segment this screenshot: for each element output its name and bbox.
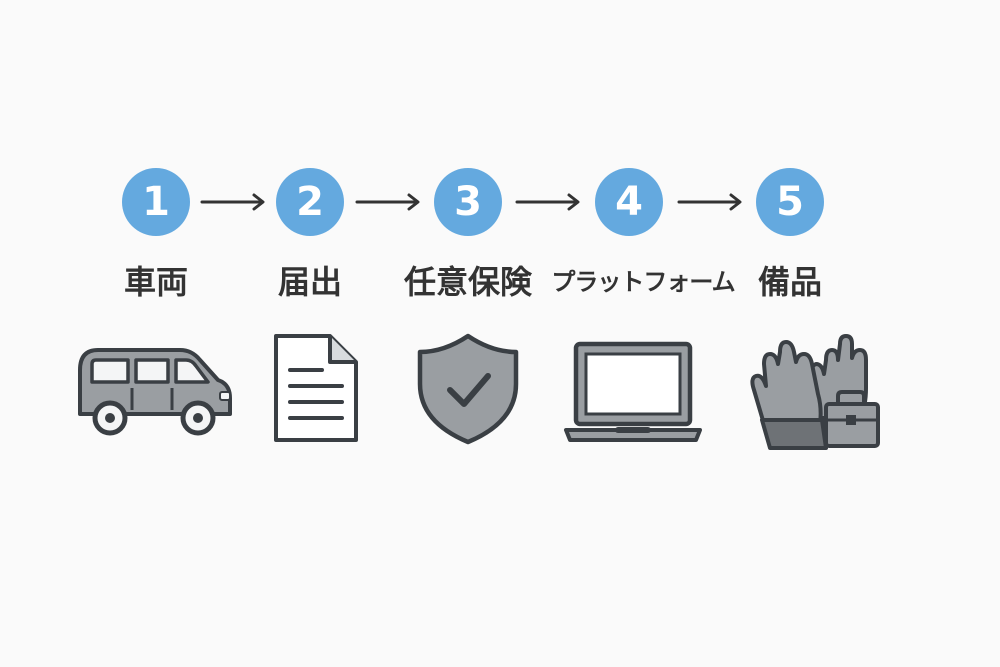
step-1-label: 車両 [123, 263, 188, 301]
step-1-badge: 1 [122, 168, 190, 236]
arrow-icon [677, 193, 742, 211]
arrow-icon [200, 193, 265, 211]
step-3-label: 任意保険 [403, 263, 532, 301]
arrow-icon [515, 193, 580, 211]
shield-check-icon [417, 333, 519, 445]
step-5-label: 備品 [757, 263, 822, 301]
step-2-badge: 2 [276, 168, 344, 236]
step-5-badge: 5 [756, 168, 824, 236]
step-3-badge: 3 [434, 168, 502, 236]
gloves-icon [750, 334, 880, 450]
step-2-label: 届出 [277, 263, 342, 301]
step-4-badge: 4 [595, 168, 663, 236]
laptop-icon [564, 341, 702, 442]
document-icon [274, 334, 358, 442]
arrow-icon [355, 193, 420, 211]
car-icon [78, 348, 232, 436]
step-4-label: プラットフォーム [551, 268, 735, 296]
